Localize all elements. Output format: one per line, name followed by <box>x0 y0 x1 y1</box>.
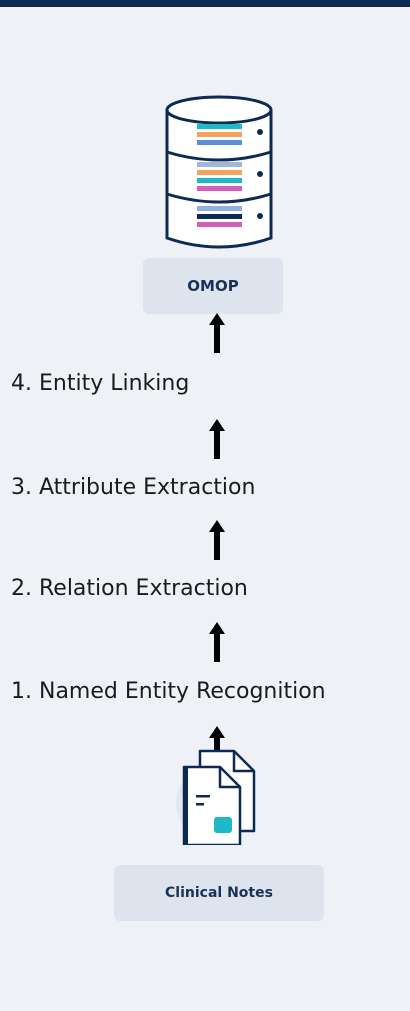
clinical-notes-label-box: Clinical Notes <box>114 865 324 921</box>
arrow-up-icon <box>209 726 225 766</box>
top-header-bar <box>0 0 410 7</box>
arrow-up-icon <box>209 419 225 459</box>
arrow-up-icon <box>209 622 225 662</box>
clinical-notes-label: Clinical Notes <box>165 885 273 901</box>
arrow-up-icon <box>209 313 225 353</box>
step-relation-extraction: 2. Relation Extraction <box>11 576 248 601</box>
database-icon <box>165 95 273 249</box>
omop-label-box: OMOP <box>143 258 283 314</box>
step-attribute-extraction: 3. Attribute Extraction <box>11 475 256 500</box>
step-entity-linking: 4. Entity Linking <box>11 371 190 396</box>
arrow-up-icon <box>209 520 225 560</box>
omop-label: OMOP <box>187 277 239 295</box>
step-named-entity-recognition: 1. Named Entity Recognition <box>11 679 326 704</box>
documents-icon <box>176 749 256 845</box>
